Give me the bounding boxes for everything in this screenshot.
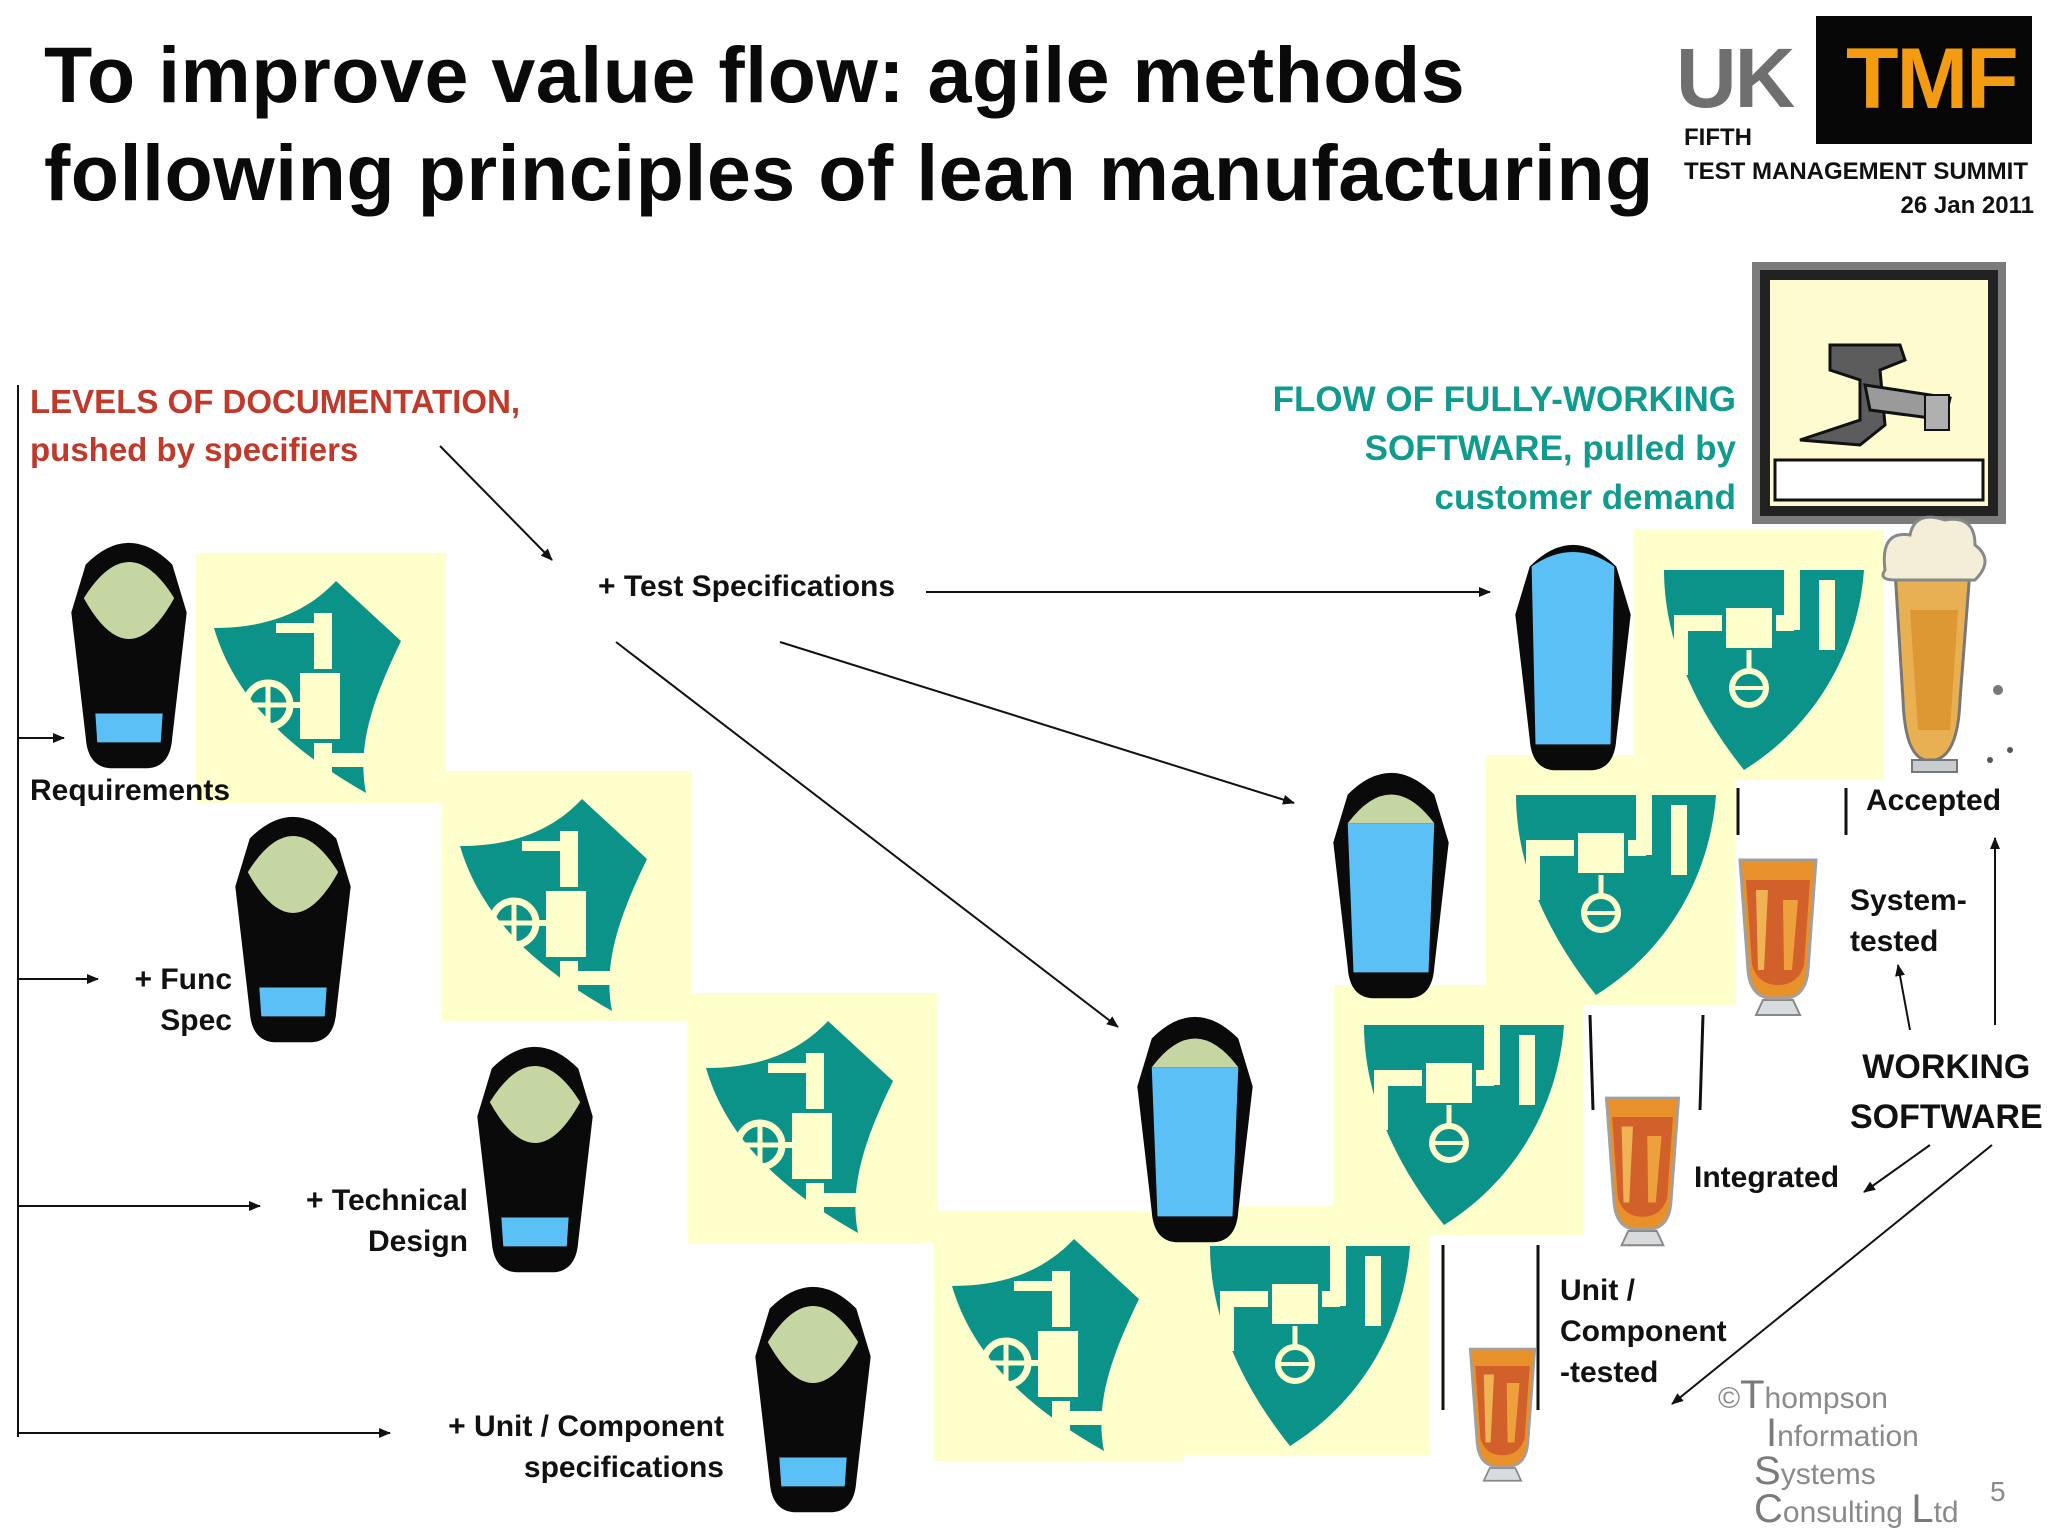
label-accepted: Accepted	[1866, 784, 2002, 817]
cup-icon-technical-design	[477, 1046, 593, 1273]
label-test-specifications: + Test Specifications	[598, 570, 896, 603]
page-number: 5	[1990, 1476, 2006, 1507]
summit-name: TEST MANAGEMENT SUMMIT	[1684, 158, 2028, 185]
arrow-ws-integrated	[1863, 1144, 1931, 1193]
valve-pipe-icon	[442, 771, 692, 1021]
credit-rest-1: hompson	[1764, 1382, 1888, 1415]
logo-tmf-box	[1816, 16, 2032, 144]
summit-date: 26 Jan 2011	[1900, 192, 2034, 219]
working-software-line-1: WORKING	[1862, 1048, 2031, 1086]
flow-outline-integrated	[1588, 1014, 1705, 1111]
valve-pipe-icon	[1634, 530, 1884, 780]
flow-outline-unit	[1441, 1245, 1540, 1410]
cup-icon-requirements	[71, 542, 187, 769]
label-requirements: Requirements	[30, 774, 231, 807]
logo-uk: UK	[1676, 31, 1795, 125]
label-unit-tested: Unit / Component -tested	[1560, 1270, 1727, 1393]
label-integrated: Integrated	[1694, 1161, 1840, 1194]
flow-heading-line-2: SOFTWARE, pulled by	[1364, 429, 1736, 468]
valve-pipe-icon	[196, 553, 446, 803]
label-unit-specs-line-2: specifications	[523, 1451, 724, 1484]
arrow-push-to-test-specs	[439, 445, 553, 561]
valve-pipe-icon	[934, 1211, 1184, 1461]
copyright-symbol: ©	[1718, 1382, 1741, 1415]
label-system-tested-line-2: tested	[1850, 925, 1939, 958]
flow-heading: FLOW OF FULLY-WORKING SOFTWARE, pulled b…	[1273, 375, 1736, 522]
label-func-spec: + Func Spec	[134, 959, 232, 1041]
credit-rest-4: onsulting	[1782, 1496, 1912, 1529]
beer-glass-icon-unit	[1468, 1347, 1537, 1483]
working-software-line-2: SOFTWARE	[1850, 1098, 2043, 1136]
valve-pipe-icon	[1334, 985, 1584, 1235]
flow-outline-system	[1736, 788, 1848, 835]
label-unit-specs-line-1: + Unit / Component	[448, 1410, 724, 1443]
arrow-ws-unit	[1671, 1144, 1993, 1405]
page-title: To improve value flow: agile methods fol…	[44, 26, 1654, 222]
valve-pipe-icon	[1180, 1206, 1430, 1456]
label-technical-design: + Technical Design	[306, 1180, 468, 1262]
label-unit-specs: + Unit / Component specifications	[448, 1406, 724, 1488]
label-system-tested-line-1: System-	[1850, 884, 1967, 917]
label-technical-design-line-2: Design	[367, 1225, 468, 1258]
summit-ordinal: FIFTH	[1684, 124, 1752, 151]
label-func-spec-line-1: + Func	[134, 963, 232, 996]
credit-initial-l: L	[1911, 1487, 1934, 1531]
documentation-heading: LEVELS OF DOCUMENTATION, pushed by speci…	[30, 378, 520, 474]
beer-glass-icon-system	[1738, 858, 1818, 1017]
working-software-label: WORKING SOFTWARE	[1850, 1042, 2043, 1142]
company-credit: ©Thompson Information Systems Consulting…	[1718, 1375, 1959, 1531]
label-system-tested: System- tested	[1850, 880, 1967, 962]
logo-tmf: TMF	[1846, 31, 2019, 127]
cup-icon-acceptance-flow	[1515, 544, 1631, 771]
tap-icon	[1752, 262, 2006, 524]
beer-glass-icon-accepted	[1881, 515, 2013, 773]
label-technical-design-line-1: + Technical	[305, 1184, 468, 1217]
arrow-ws-system	[1895, 964, 1911, 1031]
credit-rest-5: td	[1933, 1496, 1959, 1529]
documentation-heading-line-1: LEVELS OF DOCUMENTATION,	[30, 383, 521, 420]
credit-initial-c: C	[1754, 1487, 1783, 1531]
credit-initial-i: I	[1766, 1411, 1778, 1455]
flow-heading-line-3: customer demand	[1434, 478, 1736, 517]
arrow-test-spec-integration	[615, 641, 1119, 1028]
beer-glass-icon-integrated	[1604, 1096, 1681, 1247]
title-line-1: To improve value flow: agile methods	[44, 30, 1466, 119]
arrow-test-spec-system	[779, 641, 1295, 805]
credit-initial-t: T	[1740, 1373, 1765, 1417]
cup-icon-func-spec	[235, 816, 351, 1043]
title-line-2: following principles of lean manufacturi…	[44, 128, 1654, 217]
cup-icon-unit-specs	[755, 1286, 871, 1513]
valve-pipe-icon	[688, 993, 938, 1243]
label-func-spec-line-2: Spec	[160, 1004, 232, 1037]
flow-heading-line-1: FLOW OF FULLY-WORKING	[1272, 380, 1736, 419]
credit-rest-2: nformation	[1777, 1420, 1919, 1453]
credit-rest-3: ystems	[1780, 1458, 1876, 1491]
label-unit-tested-line-1: Unit /	[1560, 1274, 1635, 1307]
credit-initial-s: S	[1754, 1449, 1781, 1493]
label-unit-tested-line-3: -tested	[1560, 1356, 1659, 1389]
documentation-heading-line-2: pushed by specifiers	[30, 431, 359, 468]
valve-pipe-icon	[1486, 755, 1736, 1005]
cup-icon-unit-flow	[1137, 1016, 1253, 1243]
cup-icon-integration-flow	[1333, 772, 1449, 999]
label-unit-tested-line-2: Component	[1560, 1315, 1727, 1348]
